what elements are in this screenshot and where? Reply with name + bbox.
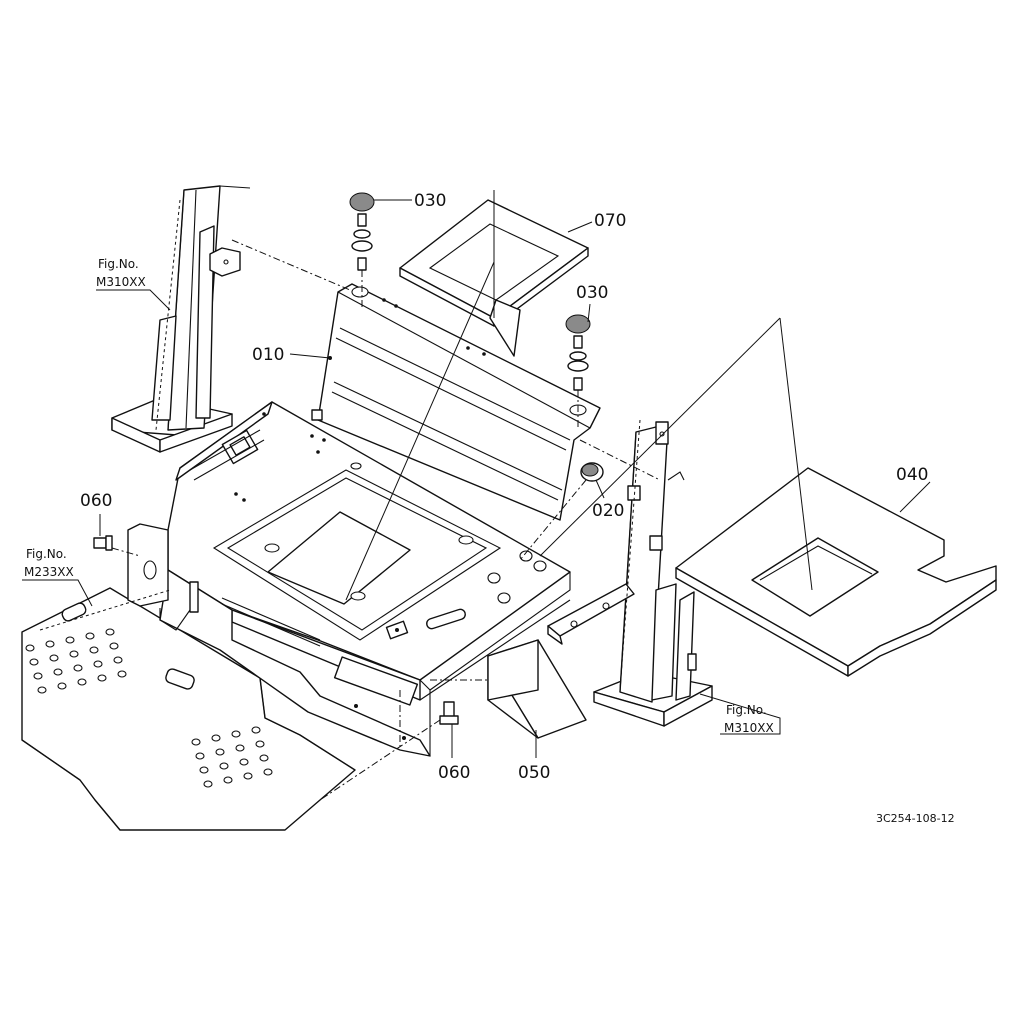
fig-ref-left-code: M310XX (96, 275, 146, 289)
perforation-hole (239, 758, 249, 766)
perforation-hole (65, 636, 75, 644)
bolt-060-left (93, 535, 113, 551)
perforation-hole (37, 686, 47, 694)
perforation-hole (77, 678, 87, 686)
perforation-hole (117, 670, 127, 678)
perforation-hole (113, 656, 123, 664)
callout-030-top: 030 (414, 191, 446, 211)
perforation-hole (211, 734, 221, 742)
callout-070: 070 (594, 211, 626, 231)
perforation-hole (219, 762, 229, 770)
perforation-hole (85, 632, 95, 640)
perforation-hole (255, 740, 265, 748)
floor-holes (25, 628, 273, 788)
perforation-hole (223, 776, 233, 784)
perforation-hole (203, 780, 213, 788)
bolt-060-bottom (439, 701, 459, 725)
perforation-hole (251, 726, 261, 734)
callout-020: 020 (592, 501, 624, 521)
perforation-hole (263, 768, 273, 776)
left-rops-post (111, 185, 251, 453)
perforation-hole (25, 644, 35, 652)
perforation-hole (53, 668, 63, 676)
floor-plate (21, 587, 356, 831)
fig-ref-right-label: Fig.No. (726, 703, 767, 717)
drawing-code: 3C254-108-12 (876, 812, 955, 825)
perforation-hole (29, 658, 39, 666)
perforation-hole (49, 654, 59, 662)
fig-ref-floor-code: M233XX (24, 565, 74, 579)
step-frame-010 (127, 283, 601, 757)
perforation-hole (97, 674, 107, 682)
cap-bolt-030-right (565, 314, 591, 391)
perforation-hole (235, 744, 245, 752)
callout-leaders (22, 199, 931, 758)
callout-050: 050 (518, 763, 550, 783)
perforation-hole (243, 772, 253, 780)
assembly-lines (39, 190, 813, 801)
perforation-hole (33, 672, 43, 680)
callout-040: 040 (896, 465, 928, 485)
perforation-hole (69, 650, 79, 658)
perforation-hole (215, 748, 225, 756)
perforation-hole (89, 646, 99, 654)
perforation-hole (199, 766, 209, 774)
perforation-hole (109, 642, 119, 650)
callout-060-left: 060 (80, 491, 112, 511)
perforation-hole (45, 640, 55, 648)
perforation-hole (259, 754, 269, 762)
perforation-hole (105, 628, 115, 636)
callout-060-bottom: 060 (438, 763, 470, 783)
perforation-hole (195, 752, 205, 760)
fig-ref-floor-label: Fig.No. (26, 547, 67, 561)
floor-mat-040 (675, 467, 997, 677)
perforation-hole (93, 660, 103, 668)
perforation-hole (231, 730, 241, 738)
callout-030-right: 030 (576, 283, 608, 303)
perforation-hole (57, 682, 67, 690)
callout-010: 010 (252, 345, 284, 365)
perforation-hole (73, 664, 83, 672)
pad-050 (487, 639, 587, 739)
side-bracket (547, 583, 635, 645)
grommet-020 (580, 462, 604, 482)
fig-ref-right-code: M310XX (724, 721, 774, 735)
perforation-hole (191, 738, 201, 746)
fig-ref-left-label: Fig.No. (98, 257, 139, 271)
cap-bolt-030-top (349, 192, 375, 271)
